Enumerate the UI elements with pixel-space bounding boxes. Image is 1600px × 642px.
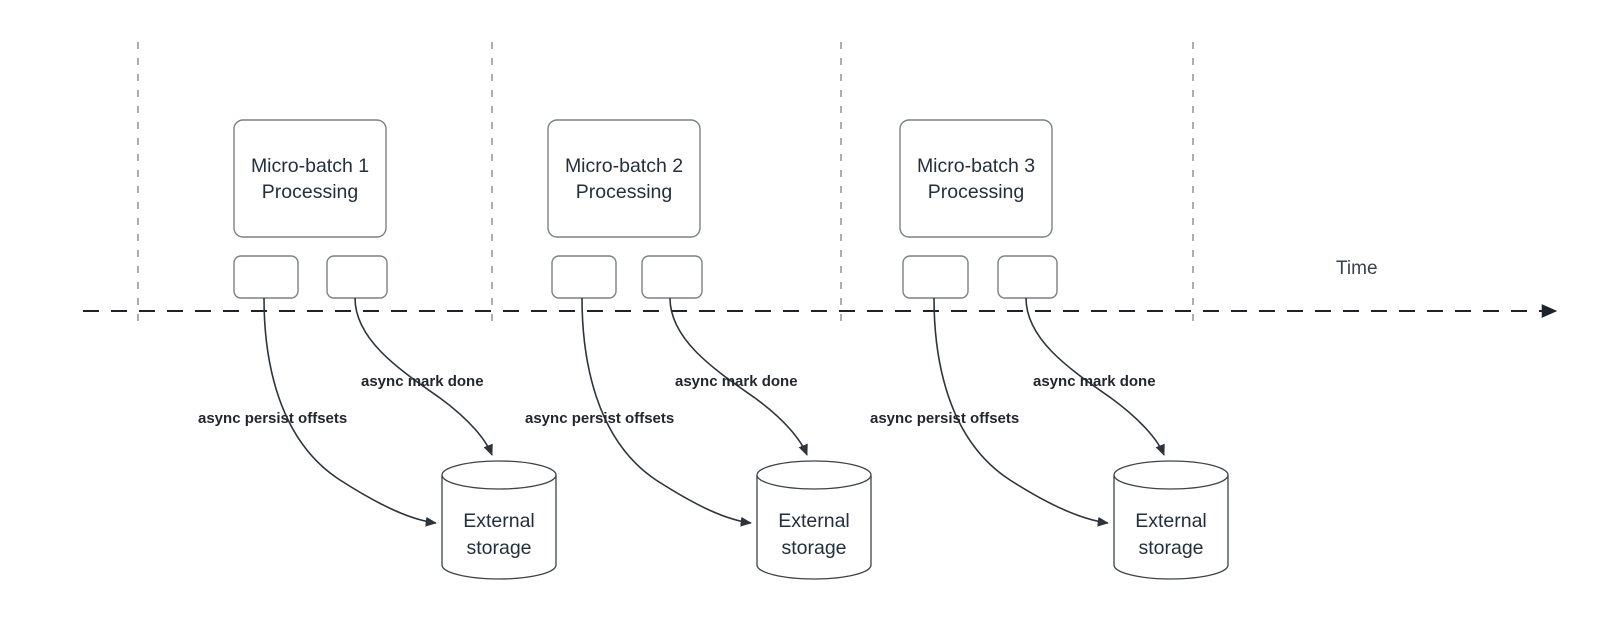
flow-2-persist-offsets-label: async persist offsets xyxy=(525,410,674,427)
micro-batch-2-label-line2: Processing xyxy=(576,181,672,203)
micro-batch-1-task-a-box[interactable] xyxy=(233,255,299,299)
flow-3-persist-offsets xyxy=(933,297,1109,527)
group-3: Micro-batch 3 Processing async persist o… xyxy=(870,119,1229,580)
flow-1-mark-done xyxy=(354,297,493,456)
micro-batch-3-box[interactable] xyxy=(899,119,1053,238)
flow-2-persist-offsets xyxy=(581,297,752,527)
time-axis-label: Time xyxy=(1336,258,1378,279)
micro-batch-3-task-a-box[interactable] xyxy=(902,255,969,299)
group-2: Micro-batch 2 Processing async persist o… xyxy=(525,119,872,580)
micro-batch-1-box[interactable] xyxy=(233,119,387,238)
external-storage-3-label-line2: storage xyxy=(1138,537,1203,559)
micro-batch-3-task-b-box[interactable] xyxy=(997,255,1058,299)
flow-3-mark-done-label: async mark done xyxy=(1033,373,1156,390)
micro-batch-2-task-a-box[interactable] xyxy=(551,255,617,299)
external-storage-2-label-line1: External xyxy=(778,510,850,532)
micro-batch-3-label-line1: Micro-batch 3 xyxy=(917,155,1035,177)
micro-batch-2-task-b-box[interactable] xyxy=(641,255,703,299)
flow-2-mark-done-label: async mark done xyxy=(675,373,798,390)
flow-1-mark-done-label: async mark done xyxy=(361,373,484,390)
external-storage-2[interactable]: External storage xyxy=(756,460,872,580)
micro-batch-2-box[interactable] xyxy=(547,119,701,238)
external-storage-2-label-line2: storage xyxy=(781,537,846,559)
flow-3-persist-offsets-label: async persist offsets xyxy=(870,410,1019,427)
micro-batch-1-task-b-box[interactable] xyxy=(326,255,388,299)
group-1: Micro-batch 1 Processing async persist o… xyxy=(198,119,557,580)
flow-1-persist-offsets xyxy=(263,297,437,527)
external-storage-1[interactable]: External storage xyxy=(441,460,557,580)
external-storage-3[interactable]: External storage xyxy=(1113,460,1229,580)
flow-3-mark-done xyxy=(1025,297,1165,456)
micro-batch-3-label-line2: Processing xyxy=(928,181,1024,203)
external-storage-1-label-line1: External xyxy=(463,510,535,532)
flow-2-mark-done xyxy=(669,297,808,456)
micro-batch-1-label-line1: Micro-batch 1 xyxy=(251,155,369,177)
external-storage-3-label-line1: External xyxy=(1135,510,1207,532)
flow-1-persist-offsets-label: async persist offsets xyxy=(198,410,347,427)
micro-batch-2-label-line1: Micro-batch 2 xyxy=(565,155,683,177)
micro-batch-1-label-line2: Processing xyxy=(262,181,358,203)
external-storage-1-label-line2: storage xyxy=(466,537,531,559)
